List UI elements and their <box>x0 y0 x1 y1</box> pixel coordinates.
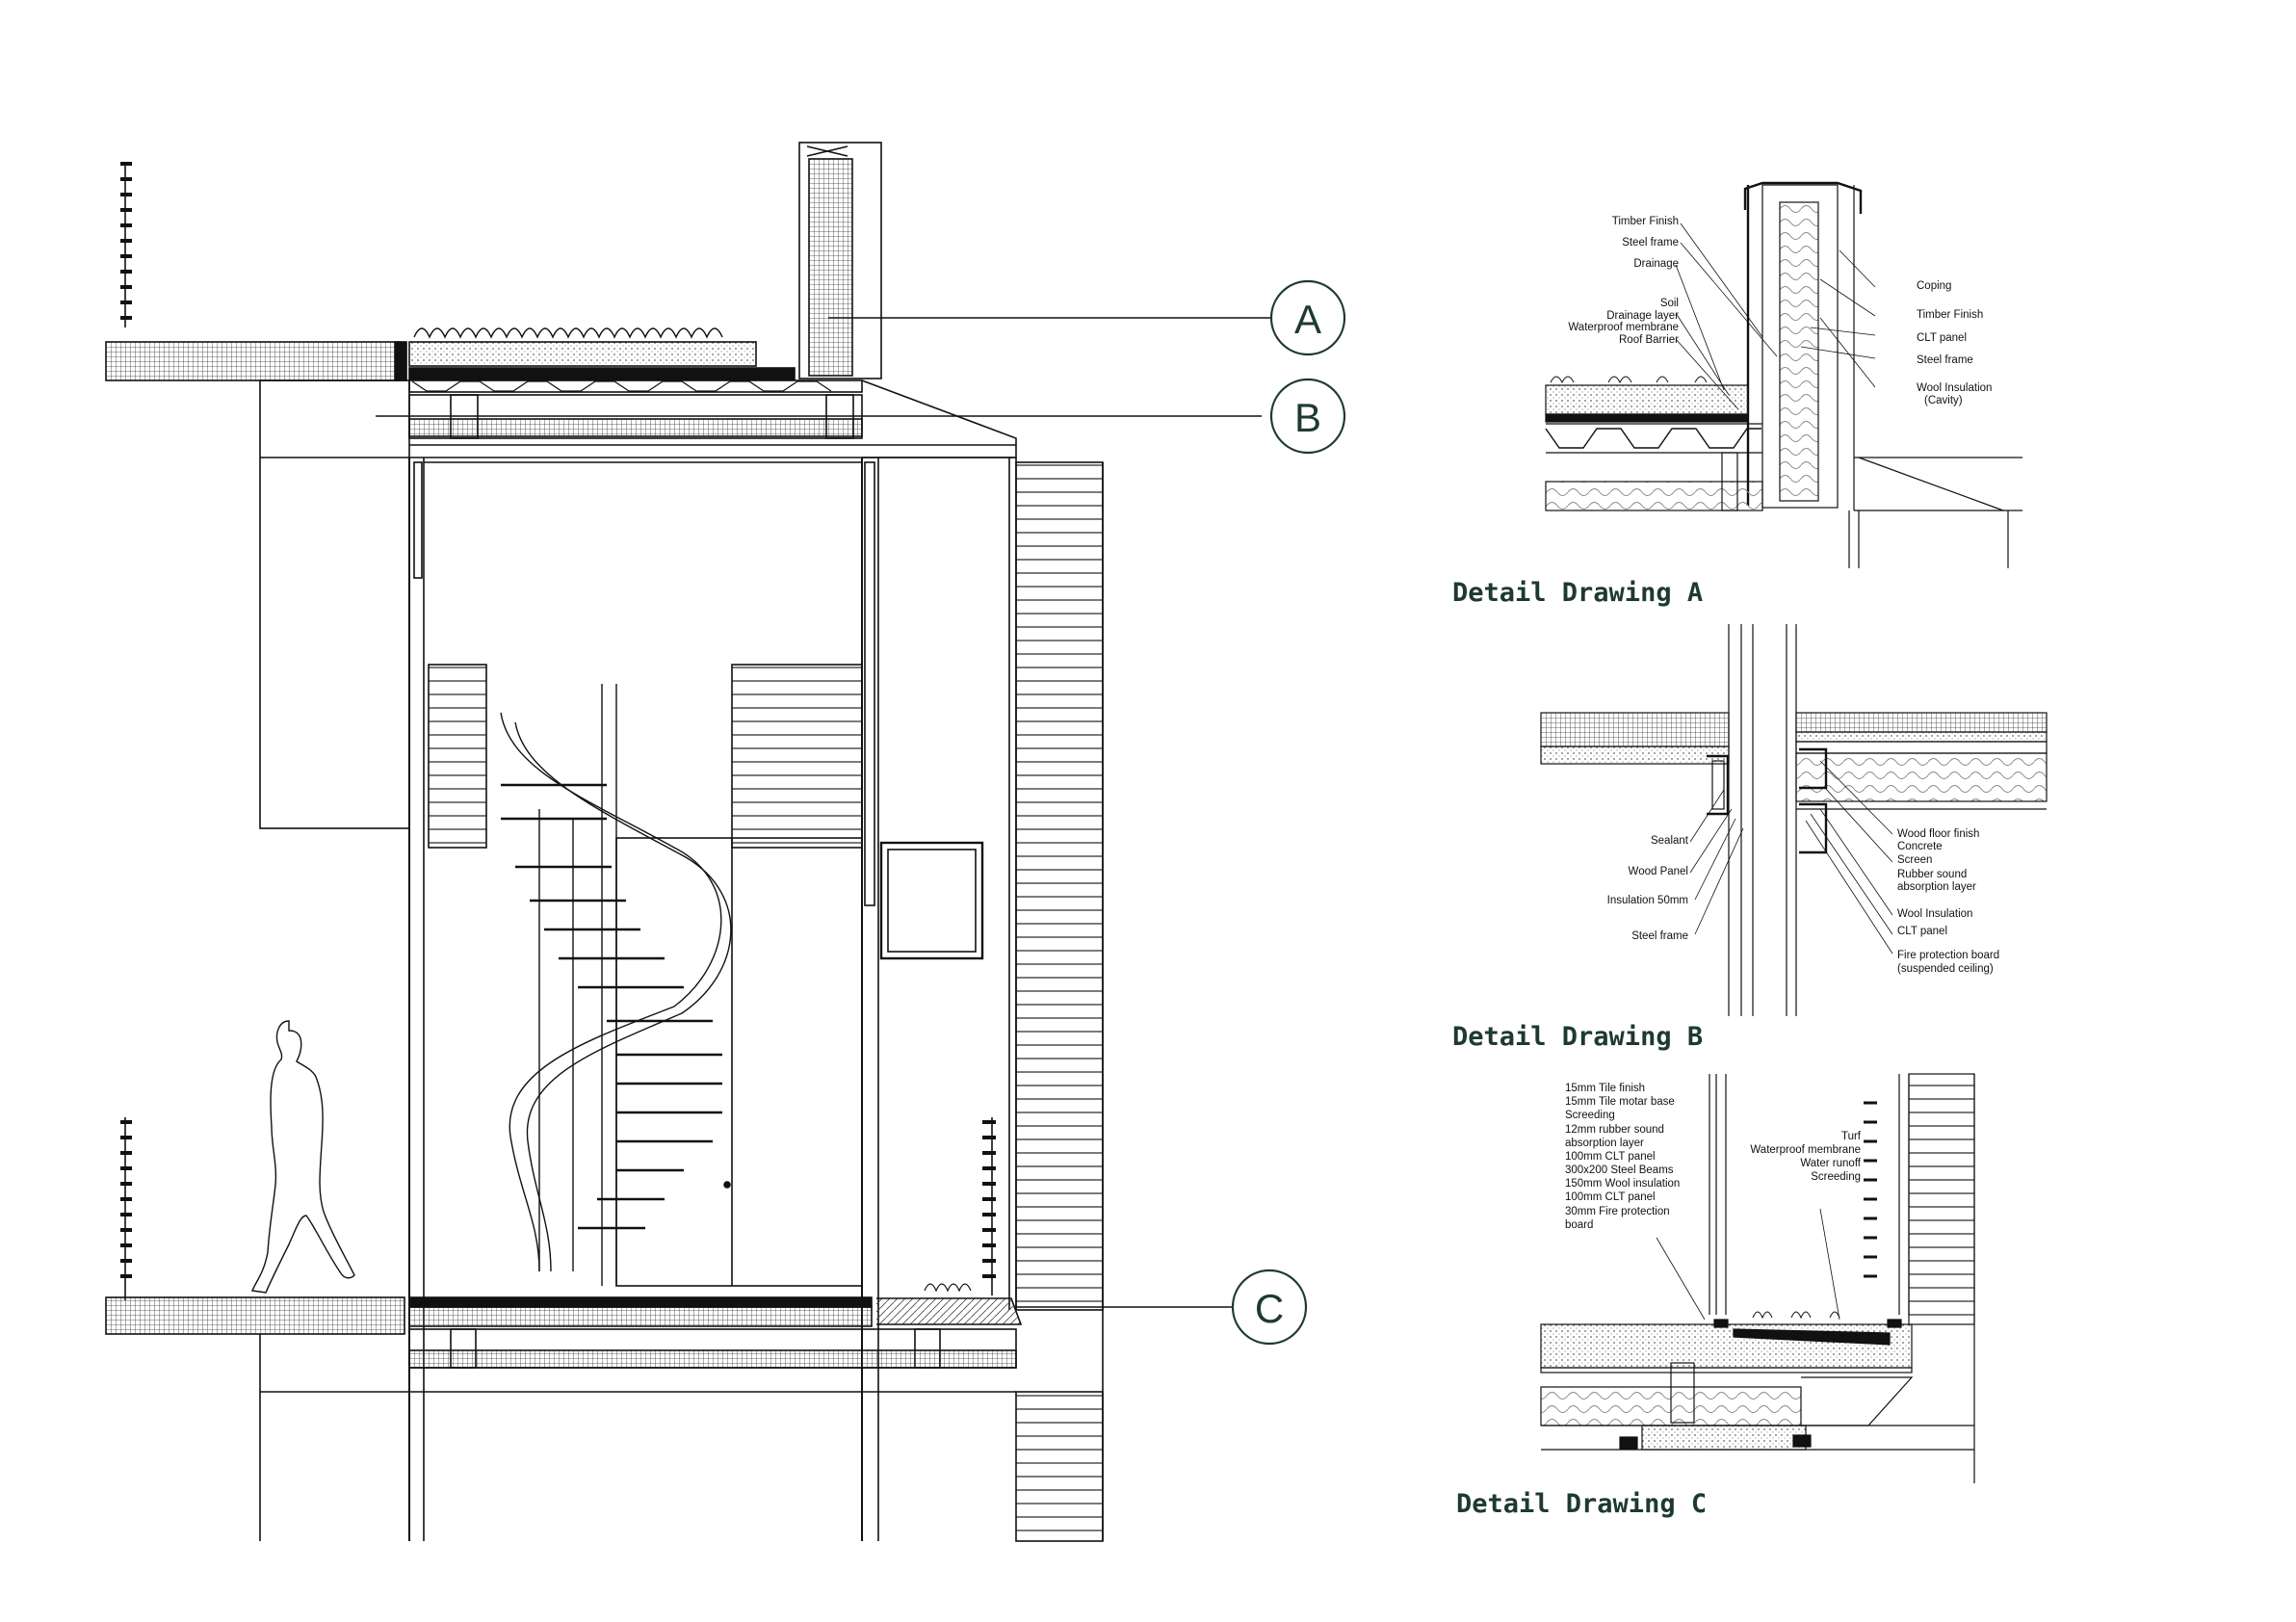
detail-b-title: Detail Drawing B <box>1452 1022 1703 1052</box>
detail-a-title: Detail Drawing A <box>1452 578 1703 608</box>
detail-b-labels-left: Sealant Wood Panel Insulation 50mm Steel… <box>1607 835 1689 942</box>
marker-letter-c: C <box>1255 1286 1284 1331</box>
svg-text:Steel frame: Steel frame <box>1631 930 1688 942</box>
terrace-railing-left <box>120 1117 132 1300</box>
person-silhouette <box>251 1020 355 1294</box>
detail-drawing-a <box>1545 181 2022 568</box>
detail-drawing-c <box>1540 1073 1975 1483</box>
svg-text:150mm Wool insulation: 150mm Wool insulation <box>1565 1178 1680 1190</box>
section-marker-a[interactable]: A <box>1269 279 1346 356</box>
svg-text:Fire protection board: Fire protection board <box>1897 950 1999 961</box>
detail-drawing-b <box>1540 624 2048 1016</box>
svg-text:12mm rubber sound: 12mm rubber sound <box>1565 1124 1664 1136</box>
svg-text:Steel frame: Steel frame <box>1622 237 1679 249</box>
svg-text:Water runoff: Water runoff <box>1800 1158 1861 1169</box>
svg-text:Waterproof membrane: Waterproof membrane <box>1750 1144 1861 1156</box>
svg-text:Waterproof membrane: Waterproof membrane <box>1568 322 1679 333</box>
svg-text:Sealant: Sealant <box>1651 835 1689 847</box>
spiral-staircase <box>500 684 732 1286</box>
svg-text:100mm CLT panel: 100mm CLT panel <box>1565 1191 1656 1203</box>
main-section-drawing <box>105 142 1271 1542</box>
svg-text:Steel frame: Steel frame <box>1917 354 1973 366</box>
svg-text:Wood Panel: Wood Panel <box>1629 866 1688 877</box>
svg-text:Wool Insulation: Wool Insulation <box>1897 908 1972 920</box>
svg-text:absorption layer: absorption layer <box>1565 1138 1644 1149</box>
svg-text:Soil: Soil <box>1660 298 1679 309</box>
section-marker-b[interactable]: B <box>1269 378 1346 455</box>
svg-text:Drainage layer: Drainage layer <box>1606 310 1679 322</box>
detail-b-labels-right: Wood floor finish Concrete Screen Rubber… <box>1897 828 1999 975</box>
detail-c-title: Detail Drawing C <box>1456 1489 1707 1519</box>
floor-slab-left <box>105 1296 405 1335</box>
svg-text:Screen: Screen <box>1897 854 1932 866</box>
svg-text:CLT panel: CLT panel <box>1897 926 1947 937</box>
svg-text:15mm Tile motar base: 15mm Tile motar base <box>1565 1096 1675 1108</box>
svg-text:board: board <box>1565 1219 1593 1231</box>
svg-text:300x200 Steel Beams: 300x200 Steel Beams <box>1565 1164 1674 1176</box>
svg-text:Coping: Coping <box>1917 280 1951 292</box>
svg-text:absorption layer: absorption layer <box>1897 881 1976 893</box>
parapet-wall <box>798 142 882 379</box>
svg-text:Drainage: Drainage <box>1633 258 1679 270</box>
roof-slab-left <box>105 341 401 381</box>
svg-text:Rubber sound: Rubber sound <box>1897 869 1967 880</box>
section-marker-c[interactable]: C <box>1231 1269 1308 1346</box>
marker-letter-b: B <box>1294 395 1321 440</box>
marker-letter-a: A <box>1294 297 1321 342</box>
detail-c-labels-left: 15mm Tile finish 15mm Tile motar base Sc… <box>1565 1083 1680 1231</box>
svg-text:(Cavity): (Cavity) <box>1924 395 1963 406</box>
svg-text:15mm Tile finish: 15mm Tile finish <box>1565 1083 1645 1094</box>
terrace-railing-right <box>982 1117 996 1295</box>
exterior-cladding <box>1015 461 1104 1542</box>
detail-a-labels-left: Timber Finish Steel frame Drainage Soil … <box>1568 216 1679 346</box>
wall-window <box>879 841 984 960</box>
detail-a-labels-right: Coping Timber Finish CLT panel Steel fra… <box>1917 280 1992 406</box>
svg-text:Roof Barrier: Roof Barrier <box>1619 334 1679 346</box>
svg-text:(suspended ceiling): (suspended ceiling) <box>1897 963 1994 975</box>
svg-text:100mm CLT panel: 100mm CLT panel <box>1565 1151 1656 1163</box>
svg-text:30mm Fire protection: 30mm Fire protection <box>1565 1206 1670 1217</box>
roof-railing-left <box>120 162 132 327</box>
svg-text:Timber Finish: Timber Finish <box>1612 216 1679 227</box>
svg-text:Insulation 50mm: Insulation 50mm <box>1607 895 1688 906</box>
green-roof-soil <box>408 341 757 367</box>
svg-text:Timber Finish: Timber Finish <box>1917 309 1983 321</box>
detail-c-labels-right: Turf Waterproof membrane Water runoff Sc… <box>1750 1131 1861 1183</box>
svg-text:Screeding: Screeding <box>1811 1171 1861 1183</box>
svg-text:Screeding: Screeding <box>1565 1110 1615 1121</box>
adjacent-block <box>259 379 410 829</box>
svg-text:Wood floor finish: Wood floor finish <box>1897 828 1979 840</box>
svg-text:Concrete: Concrete <box>1897 841 1943 852</box>
svg-text:Turf: Turf <box>1841 1131 1862 1142</box>
interior-louvers <box>428 664 863 849</box>
svg-text:CLT panel: CLT panel <box>1917 332 1967 344</box>
svg-text:Wool Insulation: Wool Insulation <box>1917 382 1992 394</box>
